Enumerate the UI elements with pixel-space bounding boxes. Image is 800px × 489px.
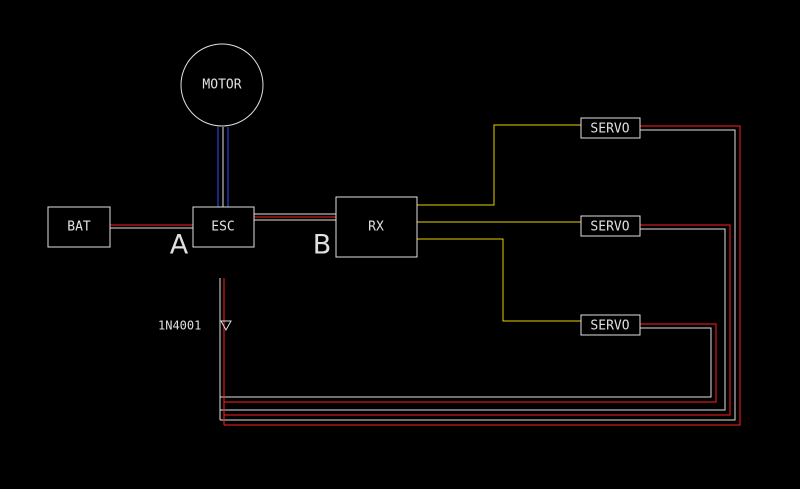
servo-1-signal-wire: [417, 124, 581, 206]
battery-esc-wires: [110, 224, 193, 229]
battery-label: BAT: [67, 220, 91, 235]
servo-3-positive-wire: [224, 323, 717, 403]
servo-3-signal-wire: [417, 238, 581, 322]
battery-box: [47, 206, 111, 248]
diode-icon: [220, 320, 232, 332]
esc-label: ESC: [211, 220, 234, 235]
servo-3-label: SERVO: [590, 319, 629, 334]
servo-3: SERVO: [580, 314, 641, 336]
servo-1-ground-wire: [220, 129, 736, 421]
marker-b: B: [313, 230, 332, 261]
receiver-label: RX: [368, 220, 384, 235]
servo-power-wires: [220, 125, 741, 426]
servo-3-ground-wire: [220, 327, 712, 398]
receiver: RX: [335, 196, 418, 258]
servo-1-label: SERVO: [590, 122, 629, 137]
servo-1-box: [580, 117, 641, 139]
motor-label: MOTOR: [202, 78, 241, 93]
servo-1-positive-wire: [224, 125, 741, 426]
esc: ESC: [192, 206, 255, 248]
servo-2-box: [580, 215, 641, 237]
diode-label: 1N4001: [158, 319, 201, 333]
receiver-box: [335, 196, 418, 258]
marker-a: A: [170, 230, 189, 261]
servo-3-box: [580, 314, 641, 336]
esc-rx-wires: [254, 213, 336, 221]
motor-phase-wires: [217, 127, 229, 207]
servo-2: SERVO: [580, 215, 641, 237]
servo-1: SERVO: [580, 117, 641, 139]
diode-bus-wires: [219, 278, 225, 425]
servo-2-label: SERVO: [590, 220, 629, 235]
esc-box: [192, 206, 255, 248]
battery: BAT: [47, 206, 111, 248]
motor-circle: [180, 43, 264, 127]
motor: MOTOR: [180, 43, 264, 127]
servo-signal-wires: [417, 124, 581, 322]
servo-2-ground-wire: [220, 228, 726, 411]
servo-2-positive-wire: [224, 224, 731, 416]
